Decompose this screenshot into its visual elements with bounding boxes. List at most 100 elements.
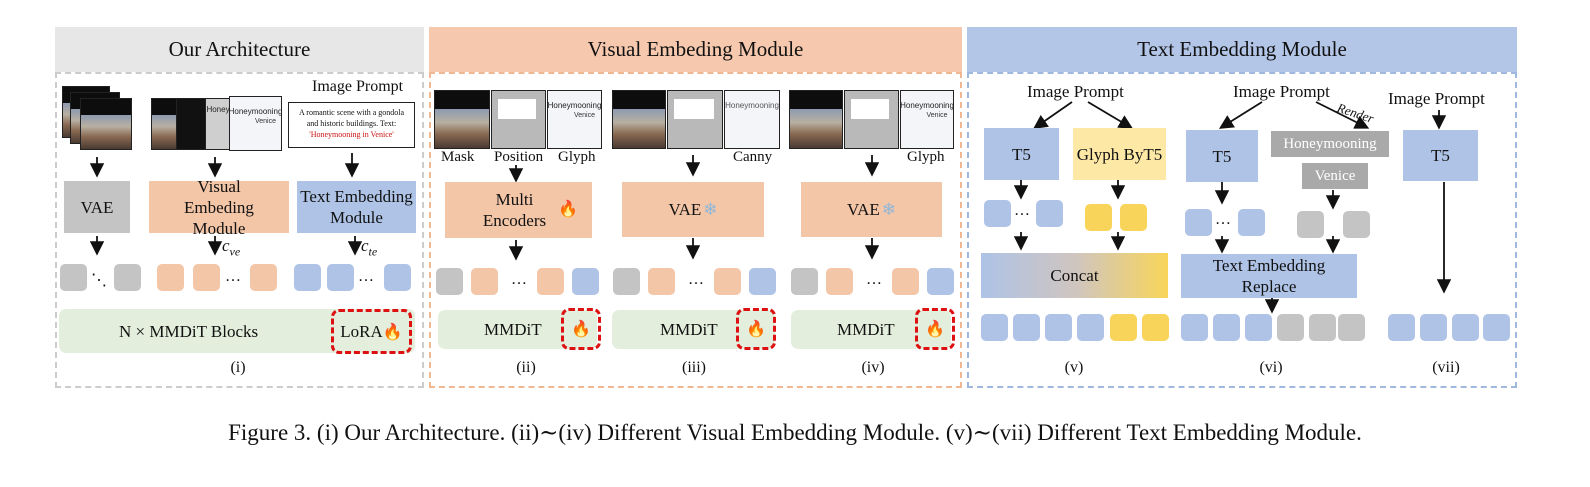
token-blue — [1452, 314, 1479, 341]
token-blue — [1238, 209, 1265, 236]
c-ve-sub: ve — [229, 244, 241, 259]
token-gray — [1343, 211, 1370, 238]
ii-glyph-line1: Honeymooning — [547, 101, 602, 110]
c-ve-label: cve — [222, 236, 240, 259]
token-gray — [114, 264, 141, 291]
vii-image-prompt-label: Image Prompt — [1388, 89, 1485, 108]
fire-icon: 🔥 — [571, 321, 591, 338]
roman-i: (i) — [230, 359, 246, 376]
roman-v: (v) — [1064, 359, 1084, 376]
iii-photo-image — [612, 90, 666, 149]
mmdit-blocks: N × MMDiT Blocks — [59, 309, 415, 353]
v-concat-box: Concat — [981, 253, 1168, 298]
token-ellipsis: … — [688, 271, 704, 288]
prompt-line2: and historic buildings. Text: — [306, 119, 397, 128]
figure-caption: Figure 3. (i) Our Architecture. (ii)∼(iv… — [228, 420, 1362, 445]
snowflake-icon: ❄ — [881, 200, 896, 219]
multi-encoders-label: Multi Encoders — [482, 190, 547, 230]
roman-ii: (ii) — [516, 359, 536, 376]
glyph-line2: Venice — [254, 118, 277, 125]
arch-text-module-box: Text Embedding Module — [297, 181, 416, 233]
multi-encoders-box: Multi Encoders — [445, 182, 592, 238]
token-ellipsis: … — [358, 268, 374, 285]
roman-vii: (vii) — [1432, 359, 1460, 376]
token-orange — [892, 268, 919, 295]
prompt-line3: 'Honeymooning in Venice' — [309, 130, 394, 139]
fire-icon: 🔥 — [558, 201, 578, 218]
token-ellipsis: … — [866, 271, 882, 288]
token-blue — [927, 268, 954, 295]
header-text-embedding-label: Text Embedding Module — [1137, 37, 1347, 61]
iv-photo-image — [789, 90, 843, 149]
token-yellow — [1110, 314, 1137, 341]
v-glyph-byt5-box: Glyph ByT5 — [1073, 128, 1166, 180]
panel-visual — [429, 72, 962, 388]
vii-t5-label: T5 — [1431, 146, 1450, 165]
iii-fire-box: 🔥 — [736, 308, 776, 350]
iii-canny-image: Honeymooning — [724, 90, 780, 149]
vi-venice-label: Venice — [1314, 167, 1356, 184]
header-our-architecture-label: Our Architecture — [168, 37, 311, 61]
token-ellipsis: … — [1215, 211, 1231, 228]
panel-architecture — [55, 72, 424, 388]
vi-replace-box: Text Embedding Replace — [1181, 254, 1357, 298]
lora-label: LoRA — [340, 321, 383, 341]
ii-mask-image — [434, 90, 490, 149]
header-our-architecture: Our Architecture — [55, 27, 424, 72]
ii-position-image — [491, 90, 546, 149]
c-te-base: c — [361, 236, 369, 255]
token-orange — [714, 268, 741, 295]
roman-iv: (iv) — [861, 359, 885, 376]
arrow-v-prompt-byt5 — [1087, 101, 1134, 129]
c-te-sub: te — [368, 244, 378, 259]
fire-icon: 🔥 — [925, 321, 945, 338]
header-visual-embedding-label: Visual Embeding Module — [587, 37, 804, 61]
token-blue — [1181, 314, 1208, 341]
token-orange — [250, 264, 277, 291]
roman-vi: (vi) — [1259, 359, 1283, 376]
token-yellow — [1142, 314, 1169, 341]
token-blue — [1045, 314, 1072, 341]
arrow-vi-prompt-t5 — [1218, 101, 1263, 129]
prompt-line1: A romantic scene with a gondola — [298, 108, 405, 117]
iii-mmdit-label: MMDiT — [660, 320, 718, 339]
panel-text — [967, 72, 1517, 388]
token-gray — [791, 268, 818, 295]
lora-box: LoRA🔥 — [331, 309, 412, 354]
token-yellow — [1085, 204, 1112, 231]
token-ellipsis: … — [225, 268, 241, 285]
ii-glyph-image: Honeymooning Venice — [547, 90, 602, 149]
arrow-vi-prompt-render — [1315, 101, 1370, 129]
iv-glyph-label: Glyph — [907, 149, 945, 165]
token-orange — [537, 268, 564, 295]
token-blue — [1420, 314, 1447, 341]
c-te-label: cte — [361, 236, 377, 259]
token-orange — [648, 268, 675, 295]
token-yellow — [1120, 204, 1147, 231]
v-t5-label: T5 — [1012, 144, 1031, 164]
token-blue — [327, 264, 354, 291]
iv-white-image — [844, 90, 899, 149]
token-blue — [572, 268, 599, 295]
vi-image-prompt-label: Image Prompt — [1233, 82, 1330, 101]
vi-honeymooning-label: Honeymooning — [1283, 135, 1377, 152]
glyph-partial-text: Honey — [206, 105, 230, 114]
token-ellipsis: ⋱ — [91, 272, 107, 289]
iii-white-image — [667, 90, 723, 149]
arch-image-prompt-label: Image Prompt — [312, 78, 404, 95]
iv-fire-box: 🔥 — [915, 308, 955, 350]
vi-venice-box: Venice — [1302, 163, 1368, 189]
fire-icon: 🔥 — [746, 321, 766, 338]
token-blue — [1245, 314, 1272, 341]
input-glyph-partial: Honey — [205, 98, 231, 150]
header-visual-embedding-module: Visual Embeding Module — [429, 27, 962, 72]
token-orange — [157, 264, 184, 291]
token-gray — [1277, 314, 1304, 341]
v-t5-box: T5 — [984, 128, 1059, 180]
iv-vae-label: VAE — [847, 200, 880, 219]
arch-text-module-label: Text Embedding Module — [300, 187, 413, 227]
roman-iii: (iii) — [682, 359, 706, 376]
token-orange — [471, 268, 498, 295]
iii-mmdit-box: MMDiT — [612, 310, 775, 349]
